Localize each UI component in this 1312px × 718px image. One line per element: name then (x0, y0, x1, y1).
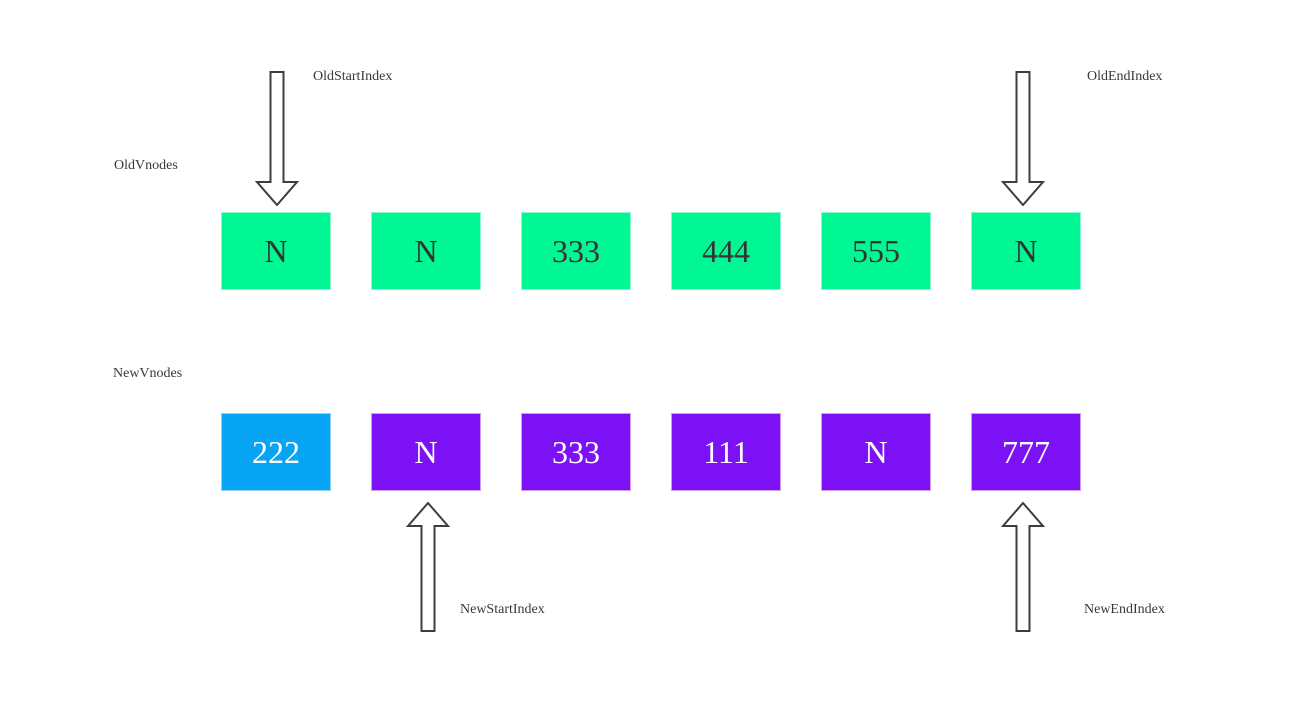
old-vnode-cell: 555 (821, 212, 931, 290)
new-vnodes-row: 222 N 333 111 N 777 (221, 413, 1081, 491)
new-end-index-label: NewEndIndex (1084, 602, 1165, 617)
old-vnodes-label: OldVnodes (114, 158, 178, 173)
old-vnodes-row: N N 333 444 555 N (221, 212, 1081, 290)
new-vnodes-label: NewVnodes (113, 366, 183, 381)
new-vnode-cell: 111 (671, 413, 781, 491)
new-vnode-cell: N (821, 413, 931, 491)
old-start-index-label: OldStartIndex (313, 69, 393, 84)
new-vnode-cell: 222 (221, 413, 331, 491)
old-vnode-cell: N (221, 212, 331, 290)
old-vnode-cell: N (971, 212, 1081, 290)
new-start-index-arrow-up-icon (405, 502, 451, 632)
old-end-index-arrow-down-icon (1000, 71, 1046, 206)
new-vnode-cell: 777 (971, 413, 1081, 491)
new-vnode-cell: 333 (521, 413, 631, 491)
old-vnode-cell: 444 (671, 212, 781, 290)
old-start-index-arrow-down-icon (254, 71, 300, 206)
new-start-index-label: NewStartIndex (460, 602, 545, 617)
new-end-index-arrow-up-icon (1000, 502, 1046, 632)
old-vnode-cell: 333 (521, 212, 631, 290)
old-end-index-label: OldEndIndex (1087, 69, 1163, 84)
new-vnode-cell: N (371, 413, 481, 491)
old-vnode-cell: N (371, 212, 481, 290)
